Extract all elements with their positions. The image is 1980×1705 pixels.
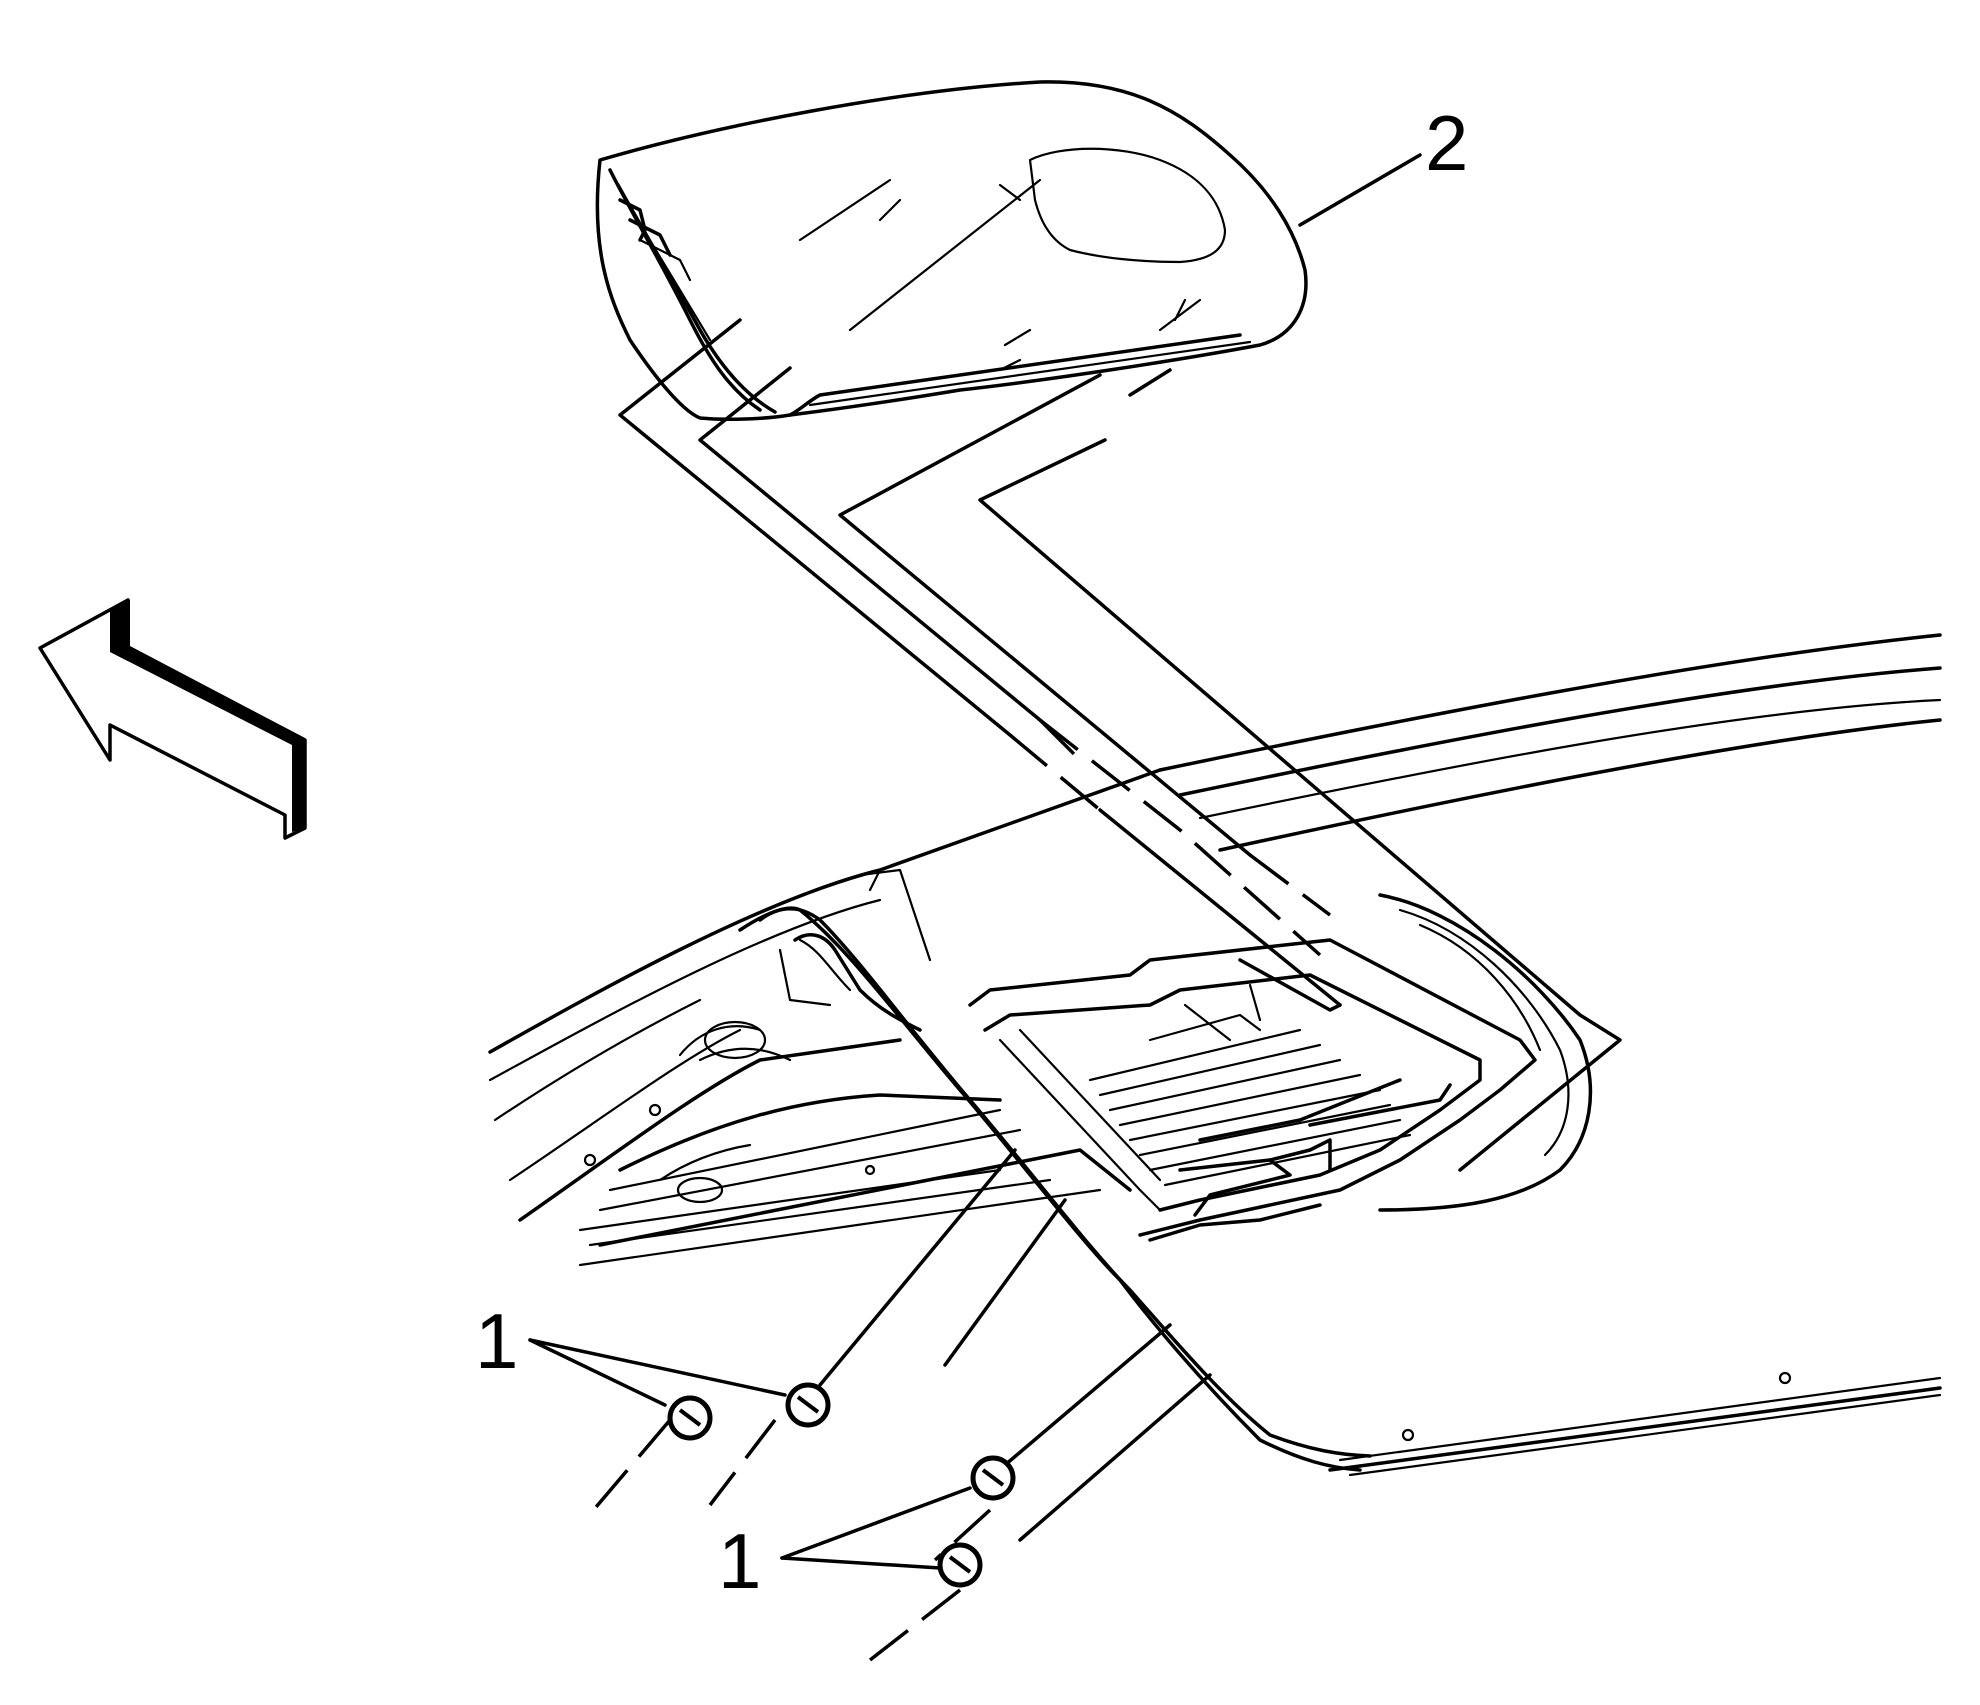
sunroof-module (595, 80, 1308, 421)
callout-2: 2 (1425, 99, 1468, 187)
callout-leaders (528, 153, 1422, 1570)
clip-icon (785, 1382, 831, 1428)
clip-icon (937, 1542, 983, 1588)
alignment-guides (618, 318, 1622, 1172)
callout-1b: 1 (718, 1517, 761, 1605)
clip-assembly (583, 1148, 1212, 1662)
callout-1a: 1 (475, 1297, 518, 1385)
direction-arrow-icon (38, 598, 307, 840)
clip-icon (970, 1455, 1016, 1501)
roof-panel (488, 633, 1942, 1477)
clip-icon (667, 1395, 713, 1441)
